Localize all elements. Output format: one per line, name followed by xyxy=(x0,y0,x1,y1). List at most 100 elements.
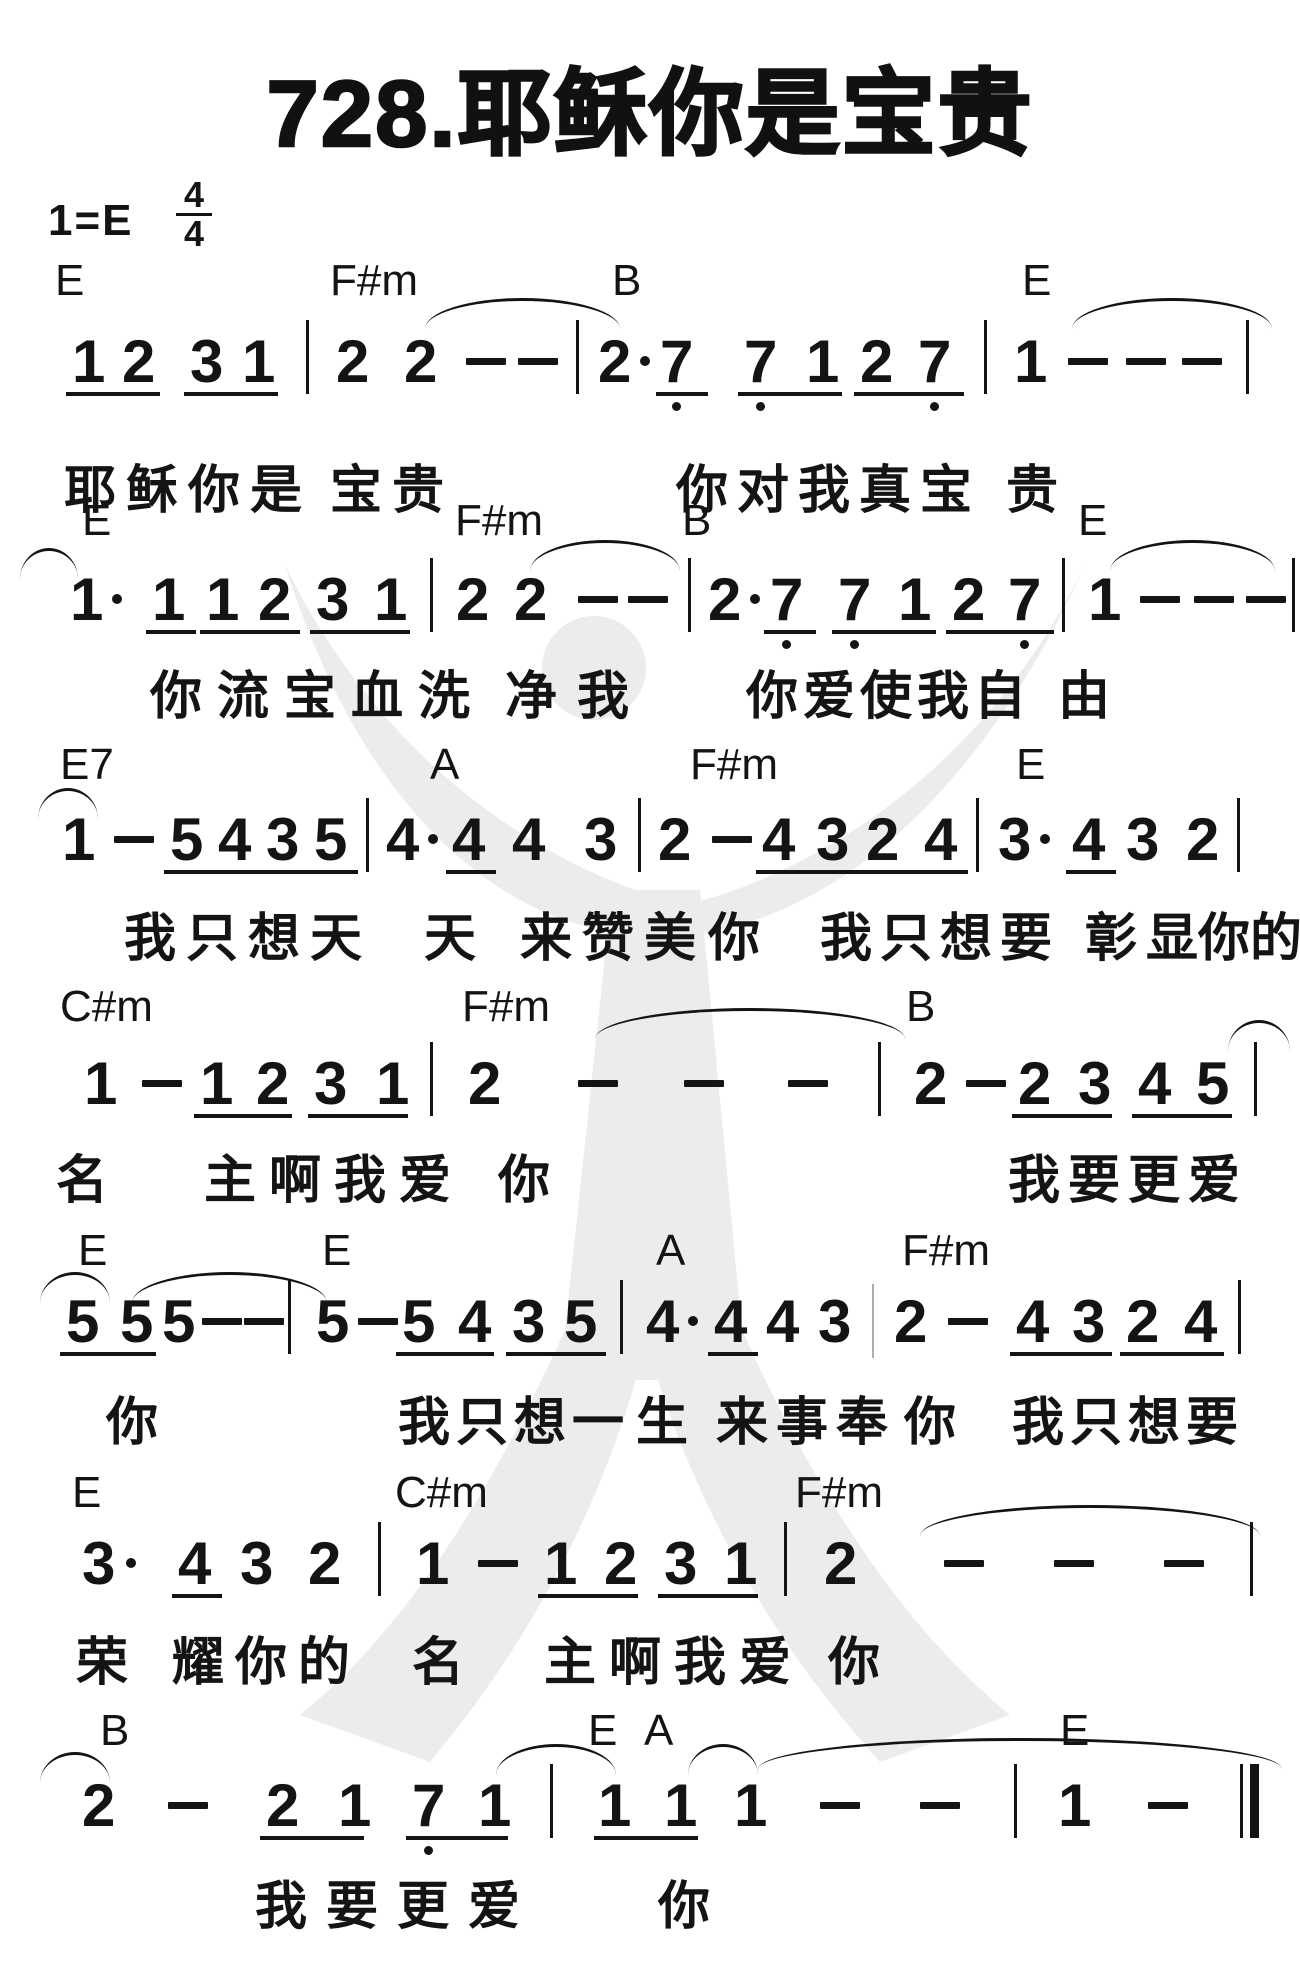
note-digit: 1 xyxy=(200,1050,234,1117)
lyric-text: 你 xyxy=(106,1394,159,1452)
beam-underline xyxy=(506,1352,606,1356)
lyric-text: 来赞美 xyxy=(520,910,707,968)
note-digit: 2 xyxy=(336,328,370,395)
barline xyxy=(1254,1042,1257,1116)
lyric-text: 名 xyxy=(56,1152,109,1210)
duration-dash xyxy=(1194,596,1234,603)
barline xyxy=(576,320,579,394)
note-digit: 4 xyxy=(646,1288,680,1355)
barline xyxy=(1250,1522,1253,1596)
barline xyxy=(1237,798,1240,872)
chord-label: B xyxy=(100,1706,130,1755)
barline xyxy=(620,1280,623,1354)
duration-dash xyxy=(920,1802,960,1809)
octave-low-dot xyxy=(782,640,791,649)
chord-label: E xyxy=(78,1226,108,1275)
duration-dash xyxy=(944,1560,984,1567)
barline xyxy=(976,798,979,872)
lyric-text: 由 xyxy=(1058,668,1111,726)
note-digit: 5 xyxy=(170,806,204,873)
note-digit: 2 xyxy=(824,1530,858,1597)
duration-dash xyxy=(628,596,668,603)
augmentation-dot xyxy=(1040,834,1050,844)
beam-underline xyxy=(1010,1352,1112,1356)
beam-underline xyxy=(764,630,816,634)
time-signature-numerator: 4 xyxy=(183,174,205,215)
beam-underline xyxy=(164,870,260,874)
beam-underline xyxy=(594,1836,698,1840)
note-digit: 5 xyxy=(66,1288,100,1355)
note-digit: 2 xyxy=(256,1050,290,1117)
note-digit: 3 xyxy=(816,806,850,873)
lyric-text: 贵 xyxy=(1006,462,1059,520)
note-digit: 1 xyxy=(1058,1772,1092,1839)
note-digit: 1 xyxy=(376,1050,410,1117)
note-digit: 1 xyxy=(62,806,96,873)
chord-label: E xyxy=(82,496,112,545)
time-signature-bar xyxy=(176,213,212,216)
note-digit: 1 xyxy=(598,1772,632,1839)
lyric-text: 天 xyxy=(424,910,477,968)
note-digit: 1 xyxy=(374,566,408,633)
note-digit: 1 xyxy=(1088,566,1122,633)
note-digit: 5 xyxy=(162,1288,196,1355)
duration-dash xyxy=(1164,1560,1204,1567)
final-barline-thick xyxy=(1250,1764,1259,1838)
note-digit: 1 xyxy=(152,566,186,633)
note-digit: 3 xyxy=(512,1288,546,1355)
note-digit: 2 xyxy=(1126,1288,1160,1355)
beam-underline xyxy=(1012,1114,1112,1118)
duration-dash xyxy=(244,1318,284,1325)
beam-underline xyxy=(832,630,936,634)
note-digit: 2 xyxy=(258,566,292,633)
beam-underline xyxy=(1120,1352,1224,1356)
slur-arc xyxy=(40,1752,110,1783)
chord-label: E xyxy=(588,1706,618,1755)
octave-low-dot xyxy=(672,402,681,411)
beam-underline xyxy=(1066,870,1116,874)
note-digit: 3 xyxy=(240,1530,274,1597)
barline xyxy=(366,798,369,872)
note-digit: 1 xyxy=(544,1530,578,1597)
duration-dash xyxy=(1054,1560,1094,1567)
note-digit: 3 xyxy=(314,1050,348,1117)
beam-underline xyxy=(194,1114,292,1118)
lyric-text: 主啊我爱 xyxy=(544,1634,805,1692)
lyric-text: 主啊我爱 xyxy=(204,1152,465,1210)
note-digit: 4 xyxy=(1016,1288,1050,1355)
octave-low-dot xyxy=(756,402,765,411)
beam-underline xyxy=(406,1836,508,1840)
slur-arc xyxy=(530,540,680,571)
note-digit: 4 xyxy=(714,1288,748,1355)
barline xyxy=(688,558,691,632)
note-digit: 1 xyxy=(734,1772,768,1839)
augmentation-dot xyxy=(750,594,760,604)
lyric-text: 彰 xyxy=(1085,910,1138,968)
note-digit: 7 xyxy=(918,328,952,395)
barline xyxy=(1246,320,1249,394)
slur-arc xyxy=(38,788,98,819)
beam-underline xyxy=(854,392,964,396)
chord-label: C#m xyxy=(395,1468,488,1517)
lyric-text: 我只想天 xyxy=(124,910,373,968)
note-digit: 4 xyxy=(452,806,486,873)
beam-underline xyxy=(538,1594,638,1598)
final-barline-thin xyxy=(1240,1764,1243,1838)
chord-label: A xyxy=(644,1706,674,1755)
lyric-text: 来事奉 xyxy=(716,1394,897,1452)
slur-arc xyxy=(1110,540,1275,571)
note-digit: 2 xyxy=(404,328,438,395)
chord-label: E xyxy=(1078,496,1108,545)
note-digit: 3 xyxy=(266,806,300,873)
beam-underline xyxy=(756,870,860,874)
lyric-text: 耶稣你是 xyxy=(64,462,313,520)
note-digit: 4 xyxy=(766,1288,800,1355)
lyric-text: 荣 xyxy=(76,1634,129,1692)
note-digit: 2 xyxy=(860,328,894,395)
beam-underline xyxy=(310,630,410,634)
chord-label: E xyxy=(1016,740,1046,789)
duration-dash xyxy=(358,1318,398,1325)
octave-low-dot xyxy=(930,402,939,411)
augmentation-dot xyxy=(112,594,122,604)
